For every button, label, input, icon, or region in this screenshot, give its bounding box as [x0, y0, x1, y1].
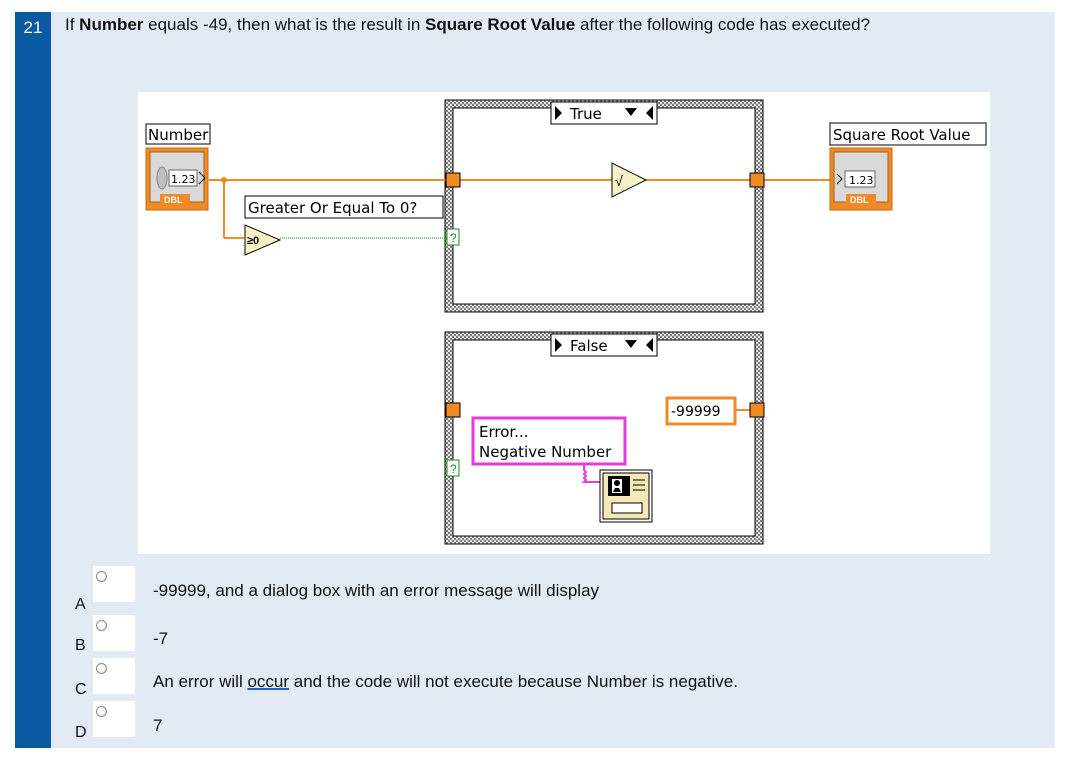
case-selector-terminal-false: ? — [446, 459, 460, 477]
option-b-radio[interactable] — [96, 620, 107, 631]
output-label: Square Root Value — [833, 126, 971, 144]
error-line2: Negative Number — [479, 443, 612, 461]
increment-arrow-icon — [646, 106, 653, 120]
question-number: 21 — [23, 18, 43, 37]
output-tunnel-false — [749, 402, 765, 418]
greater-or-equal-zero[interactable]: Greater Or Equal To 0? ≥0 — [244, 195, 444, 256]
number-value: 1.23 — [171, 173, 196, 186]
decrement-arrow-icon — [555, 106, 562, 120]
increment-arrow-icon — [646, 338, 653, 352]
case-selector-terminal-true: ? — [446, 228, 460, 246]
compare-label: Greater Or Equal To 0? — [248, 199, 417, 217]
spellcheck-word: occur — [247, 672, 290, 691]
spinner-icon — [156, 166, 168, 190]
option-b-text: -7 — [153, 629, 169, 648]
option-a-text: -99999, and a dialog box with an error m… — [153, 581, 600, 600]
option-a-letter: A — [75, 596, 86, 613]
wire-junction — [221, 177, 227, 183]
dropdown-arrow-icon — [625, 340, 637, 348]
case-label-false: False — [570, 337, 608, 355]
dialog-function-icon[interactable] — [599, 469, 653, 523]
option-c-text: An error will occur and the code will no… — [153, 672, 738, 691]
input-tunnel-false — [445, 402, 461, 418]
sqrt-icon: √ — [615, 173, 623, 189]
wires-orange — [209, 179, 834, 411]
option-d-text: 7 — [153, 716, 163, 735]
var-number: Number — [79, 15, 144, 34]
var-output: Square Root Value — [425, 15, 576, 34]
dropdown-arrow-icon — [625, 108, 637, 116]
question-number-column — [15, 12, 51, 748]
error-line1: Error... — [479, 423, 529, 441]
svg-text:?: ? — [450, 231, 457, 245]
output-tunnel-true — [749, 172, 765, 188]
case-structure-true: True — [444, 99, 764, 313]
square-root-function[interactable]: √ — [611, 162, 648, 198]
option-d-letter: D — [75, 724, 87, 741]
string-wire — [581, 464, 600, 483]
case-label-true: True — [569, 105, 602, 123]
option-b-letter: B — [75, 637, 86, 654]
output-value: 1.23 — [849, 174, 874, 187]
decrement-arrow-icon — [555, 338, 562, 352]
constant-value: -99999 — [671, 404, 721, 420]
option-c-letter: C — [75, 681, 87, 698]
question-text: If Number equals -49, then what is the r… — [65, 15, 871, 34]
option-a-radio[interactable] — [96, 571, 107, 582]
error-string-constant[interactable]: Error... Negative Number — [471, 416, 627, 466]
square-root-indicator[interactable]: Square Root Value 1.23 DBL — [829, 122, 987, 211]
number-label: Number — [148, 126, 209, 144]
constant-negative[interactable]: -99999 — [665, 396, 737, 426]
output-type: DBL — [850, 195, 869, 205]
case-selector-false[interactable]: False — [550, 333, 658, 357]
number-type: DBL — [164, 195, 183, 205]
case-selector-true[interactable]: True — [550, 101, 658, 125]
compare-symbol: ≥0 — [247, 235, 259, 247]
option-c-radio[interactable] — [96, 663, 107, 674]
svg-text:?: ? — [450, 462, 457, 476]
number-control[interactable]: Number 1.23 DBL — [145, 123, 211, 211]
option-d-radio[interactable] — [96, 706, 107, 717]
input-tunnel-true — [445, 172, 461, 188]
